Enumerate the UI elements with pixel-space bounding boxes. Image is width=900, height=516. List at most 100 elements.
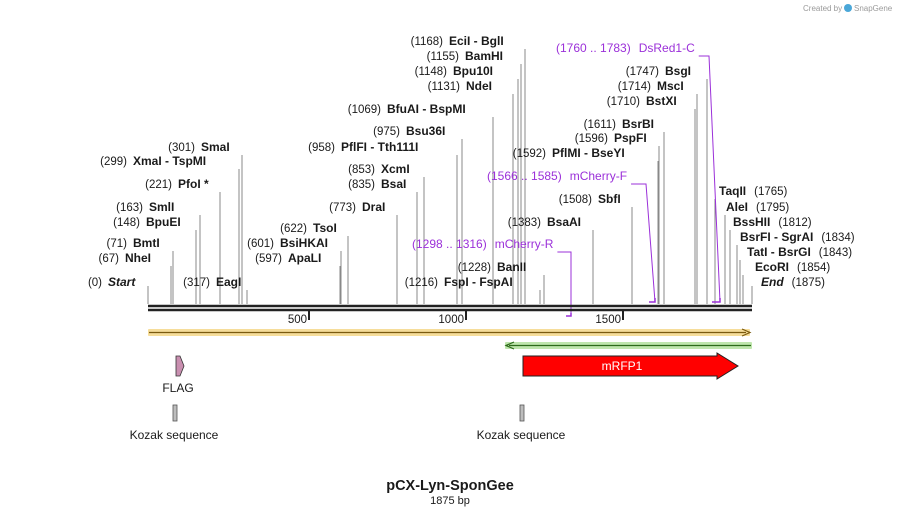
site-name: BsaAI xyxy=(547,215,581,229)
site-name: EcoRI xyxy=(755,260,789,274)
flag-feature-arrow xyxy=(175,355,185,377)
map-title: pCX-Lyn-SponGee xyxy=(386,478,514,494)
primer-binding-mark xyxy=(649,298,656,303)
ruler-tick-label: 1500 xyxy=(595,314,621,326)
site-position: (299) xyxy=(100,156,127,168)
primer-range: (1298 .. 1316) xyxy=(412,237,487,251)
mrfp1-feature-label: mRFP1 xyxy=(602,359,643,373)
site-position: (1875) xyxy=(792,277,825,289)
site-name: AleI xyxy=(726,200,748,214)
site-position: (975) xyxy=(373,126,400,138)
site-position: (1843) xyxy=(819,247,852,259)
site-name: BpuEI xyxy=(146,215,181,229)
site-position: (1131) xyxy=(428,81,461,93)
kozak-feature-label: Kozak sequence xyxy=(130,428,219,442)
site-name: MscI xyxy=(657,79,684,93)
credit-brand: SnapGene xyxy=(854,4,893,13)
site-name: NheI xyxy=(125,251,151,265)
backbone xyxy=(148,304,752,312)
primer-name: DsRed1-C xyxy=(639,41,695,55)
site-position: (1611) xyxy=(584,119,617,131)
site-lines xyxy=(147,49,753,304)
site-name: BsaI xyxy=(381,177,406,191)
site-name: SmaI xyxy=(201,140,230,154)
site-position: (1596) xyxy=(575,133,608,145)
site-position: (622) xyxy=(280,223,307,235)
site-position: (1747) xyxy=(626,66,659,78)
primer-range: (1760 .. 1783) xyxy=(556,41,631,55)
site-name: BsiHKAI xyxy=(280,236,328,250)
site-position: (148) xyxy=(113,217,140,229)
site-name: PspFI xyxy=(614,131,647,145)
range-reverse-arrow-icon xyxy=(504,341,515,350)
site-position: (1216) xyxy=(405,277,438,289)
site-position: (1710) xyxy=(607,96,640,108)
primer-leader-line xyxy=(557,251,572,316)
primers: (1298 .. 1316) mCherry-R (1566 .. 1585) mCh… xyxy=(412,41,721,317)
primer-binding-mark xyxy=(712,298,721,303)
site-name: DraI xyxy=(362,200,385,214)
site-name: NdeI xyxy=(466,79,492,93)
kozak-feature-label: Kozak sequence xyxy=(477,428,566,442)
primer-binding-mark xyxy=(566,313,572,317)
site-position: (0) xyxy=(88,277,102,289)
site-name: BfuAI - BspMI xyxy=(387,102,466,116)
site-position: (317) xyxy=(183,277,210,289)
site-name: BstXI xyxy=(646,94,677,108)
site-name: Bsu36I xyxy=(406,124,445,138)
ruler-tick-label: 1000 xyxy=(438,314,464,326)
site-name: XmaI - TspMI xyxy=(133,154,206,168)
site-position: (301) xyxy=(168,142,195,154)
site-name: BsrFI - SgrAI xyxy=(740,230,813,244)
site-name: ApaLI xyxy=(288,251,321,265)
snapgene-logo-icon xyxy=(844,4,852,12)
site-position: (835) xyxy=(348,179,375,191)
site-name: XcmI xyxy=(381,162,410,176)
site-name: End xyxy=(761,275,784,289)
site-position: (1854) xyxy=(797,262,830,274)
site-position: (1714) xyxy=(618,81,651,93)
site-name: BssHII xyxy=(733,215,770,229)
site-position: (1508) xyxy=(559,194,592,206)
site-name: PflMI - BseYI xyxy=(552,146,625,160)
site-position: (1795) xyxy=(756,202,789,214)
site-position: (221) xyxy=(145,179,172,191)
kozak-feature-box xyxy=(172,404,178,422)
site-name: SbfI xyxy=(598,192,621,206)
site-name: BanII xyxy=(497,260,526,274)
site-name: FspI - FspAI xyxy=(444,275,513,289)
site-position: (601) xyxy=(247,238,274,250)
site-name: SmlI xyxy=(149,200,174,214)
site-position: (1592) xyxy=(513,148,546,160)
primer-name: mCherry-R xyxy=(495,237,554,251)
credit-text: Created by xyxy=(803,4,842,13)
site-name: BamHI xyxy=(465,49,503,63)
site-position: (958) xyxy=(308,142,335,154)
flag-feature-label: FLAG xyxy=(162,381,193,395)
site-name: Bpu10I xyxy=(453,64,493,78)
site-position: (1812) xyxy=(778,217,811,229)
site-position: (597) xyxy=(255,253,282,265)
site-position: (773) xyxy=(329,202,356,214)
site-position: (1168) xyxy=(411,36,444,48)
site-name: Start xyxy=(108,275,136,289)
snapgene-credit: Created by SnapGene xyxy=(803,4,893,13)
primer-leader-line xyxy=(698,55,721,303)
kozak-feature-box xyxy=(519,404,525,422)
site-position: (1069) xyxy=(348,104,381,116)
range-forward-arrow-icon xyxy=(741,328,752,337)
site-name: BmtI xyxy=(133,236,160,250)
site-name: TaqII xyxy=(719,184,746,198)
primer-range: (1566 .. 1585) xyxy=(487,169,562,183)
site-name: BsrBI xyxy=(622,117,654,131)
site-name: EagI xyxy=(216,275,241,289)
site-position: (1155) xyxy=(427,51,460,63)
site-name: EciI - BglI xyxy=(449,34,504,48)
site-position: (1148) xyxy=(415,66,448,78)
site-name: BsgI xyxy=(665,64,691,78)
primer-name: mCherry-F xyxy=(570,169,627,183)
site-name: PflFI - Tth111I xyxy=(341,140,418,154)
site-position: (1765) xyxy=(754,186,787,198)
